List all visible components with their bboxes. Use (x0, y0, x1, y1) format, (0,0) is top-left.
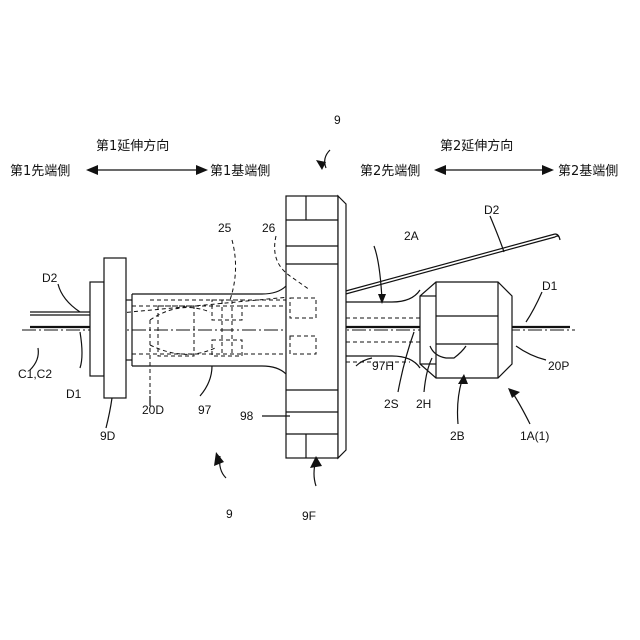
ref-9-bottom: 9 (226, 507, 233, 521)
ref-2a: 2A (404, 229, 419, 243)
tube-2a (346, 290, 420, 368)
first-distal-side-label: 第1先端側 (10, 164, 70, 179)
part-25 (212, 240, 242, 356)
ref-d2-right: D2 (484, 203, 500, 217)
ref-2h: 2H (416, 397, 431, 411)
first-direction-arrow (86, 165, 208, 175)
first-direction-label: 第1延伸方向 (96, 138, 169, 154)
second-proximal-side-label: 第2基端側 (558, 164, 618, 179)
handle-2b (420, 282, 512, 378)
dial-9f (286, 196, 346, 458)
second-direction-arrow (434, 165, 554, 175)
ref-9d: 9D (100, 429, 116, 443)
ref-d1-right: D1 (542, 279, 558, 293)
ref-26: 26 (262, 221, 276, 235)
ref-2s: 2S (384, 397, 399, 411)
ref-98: 98 (240, 409, 254, 423)
ref-25: 25 (218, 221, 232, 235)
ref-1a: 1A(1) (520, 429, 549, 443)
ref-20p: 20P (548, 359, 569, 373)
ref-d2-left: D2 (42, 271, 58, 285)
ref-2b: 2B (450, 429, 465, 443)
ref-9f: 9F (302, 509, 316, 523)
first-proximal-side-label: 第1基端側 (210, 164, 270, 179)
flange-9d (90, 258, 132, 398)
second-distal-side-label: 第2先端側 (360, 164, 420, 179)
second-direction-label: 第2延伸方向 (440, 138, 513, 154)
ref-20d: 20D (142, 403, 164, 417)
ref-c1c2: C1,C2 (18, 367, 52, 381)
ref-d1-left: D1 (66, 387, 82, 401)
chamber-20d (150, 306, 215, 395)
ref-97h: 97H (372, 359, 394, 373)
ref-97: 97 (198, 403, 212, 417)
ref-9-top: 9 (334, 113, 341, 127)
